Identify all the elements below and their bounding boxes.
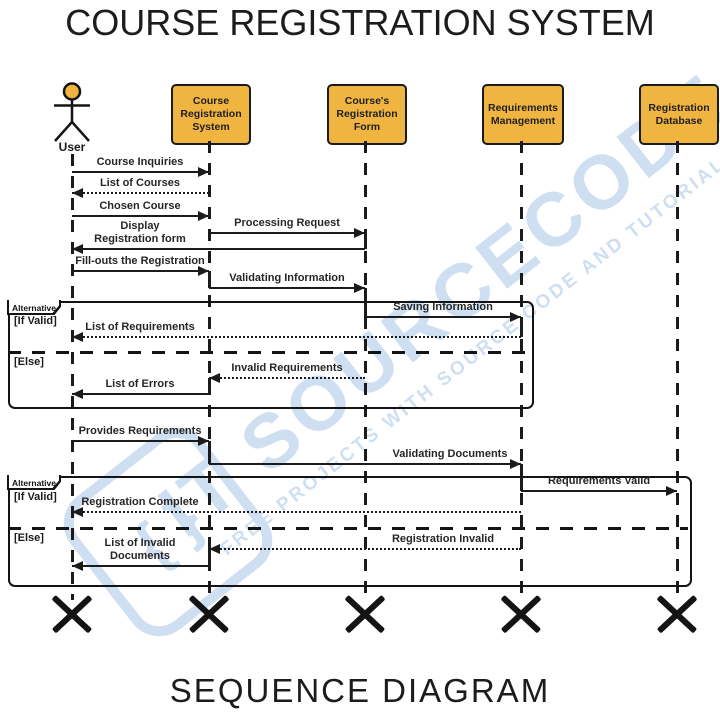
activation-connector (520, 464, 523, 491)
message-line (72, 192, 209, 194)
destroy-x-icon (656, 594, 698, 634)
destroy-x-icon (344, 594, 386, 634)
arrowhead-icon (666, 486, 677, 496)
arrowhead-icon (354, 283, 365, 293)
message-label: List of Courses (99, 177, 181, 189)
guard-label: [If Valid] (14, 491, 57, 503)
lifeline (363, 141, 367, 600)
destroy-x-icon (188, 594, 230, 634)
user-actor-icon (54, 82, 90, 142)
message-label: Provides Requirements (78, 425, 202, 437)
message-label: Validating Information (229, 272, 345, 284)
message-line (72, 565, 209, 567)
message-line (72, 393, 209, 395)
arrowhead-icon (72, 389, 83, 399)
message-label: Course Inquiries (96, 156, 184, 168)
arrowhead-icon (72, 507, 83, 517)
activation-connector (208, 441, 211, 464)
arrowhead-icon (72, 244, 83, 254)
lifeline (675, 141, 679, 600)
message-line (209, 548, 521, 550)
guard-label: [Else] (14, 356, 44, 368)
arrowhead-icon (510, 459, 521, 469)
alt-frame (8, 476, 692, 587)
diagram-title: COURSE REGISTRATION SYSTEM (65, 2, 655, 43)
alt-frame-tab: Alternative (7, 300, 61, 315)
message-label: Display Registration form (94, 220, 186, 245)
guard-label: [If Valid] (14, 315, 57, 327)
message-label: Requirements Valid (547, 475, 651, 487)
participant-box: Requirements Management (482, 84, 564, 145)
guard-label: [Else] (14, 532, 44, 544)
message-line (521, 490, 677, 492)
message-line (72, 440, 209, 442)
arrowhead-icon (354, 228, 365, 238)
message-line (72, 511, 521, 513)
message-line (209, 232, 365, 234)
message-line (72, 270, 209, 272)
alt-frame-tab: Alternative (7, 475, 61, 490)
message-label: List of Requirements (85, 321, 195, 333)
activation-connector (364, 233, 367, 249)
activation-connector (208, 271, 211, 288)
message-label: Validating Documents (392, 448, 508, 460)
message-line (72, 171, 209, 173)
arrowhead-icon (198, 266, 209, 276)
message-line (209, 287, 365, 289)
message-label: Saving Information (393, 301, 493, 313)
alt-frame-divider (8, 351, 530, 354)
participant-box: Course's Registration Form (327, 84, 407, 145)
alt-frame-divider (8, 527, 688, 530)
alt-frame-tab-label: Alternative (12, 477, 56, 488)
alt-frame-tab-label: Alternative (12, 302, 56, 313)
activation-connector (208, 549, 211, 566)
arrowhead-icon (198, 436, 209, 446)
actor-label: User (58, 140, 86, 154)
message-line (209, 463, 521, 465)
message-line (72, 336, 521, 338)
message-line (72, 248, 365, 250)
lifeline (207, 141, 211, 600)
participant-box: Course Registration System (171, 84, 251, 145)
arrowhead-icon (72, 188, 83, 198)
participant-box: Registration Database (639, 84, 719, 145)
arrowhead-icon (198, 211, 209, 221)
diagram-subtitle: SEQUENCE DIAGRAM (169, 672, 551, 709)
message-line (209, 377, 365, 379)
arrowhead-icon (72, 561, 83, 571)
activation-connector (364, 288, 367, 317)
alt-frame (8, 301, 534, 409)
message-label: List of Invalid Documents (104, 537, 176, 562)
message-label: Fill-outs the Registration (75, 255, 205, 267)
message-label: List of Errors (105, 378, 175, 390)
arrowhead-icon (72, 332, 83, 342)
activation-connector (208, 378, 211, 394)
message-label: Processing Request (234, 217, 340, 229)
lifeline (519, 141, 523, 600)
destroy-x-icon (51, 594, 93, 634)
message-line (365, 316, 521, 318)
destroy-x-icon (500, 594, 542, 634)
alt-frame-tab-bg (9, 475, 59, 488)
arrowhead-icon (198, 167, 209, 177)
arrowhead-icon (510, 312, 521, 322)
message-label: Registration Complete (81, 496, 199, 508)
activation-connector (520, 317, 523, 337)
arrowhead-icon (209, 544, 220, 554)
message-label: Invalid Requirements (231, 362, 343, 374)
message-label: Chosen Course (99, 200, 181, 212)
arrowhead-icon (209, 373, 220, 383)
lifeline (70, 154, 74, 600)
message-line (72, 215, 209, 217)
message-label: Registration Invalid (391, 533, 495, 545)
alt-frame-tab-bg (9, 300, 59, 313)
